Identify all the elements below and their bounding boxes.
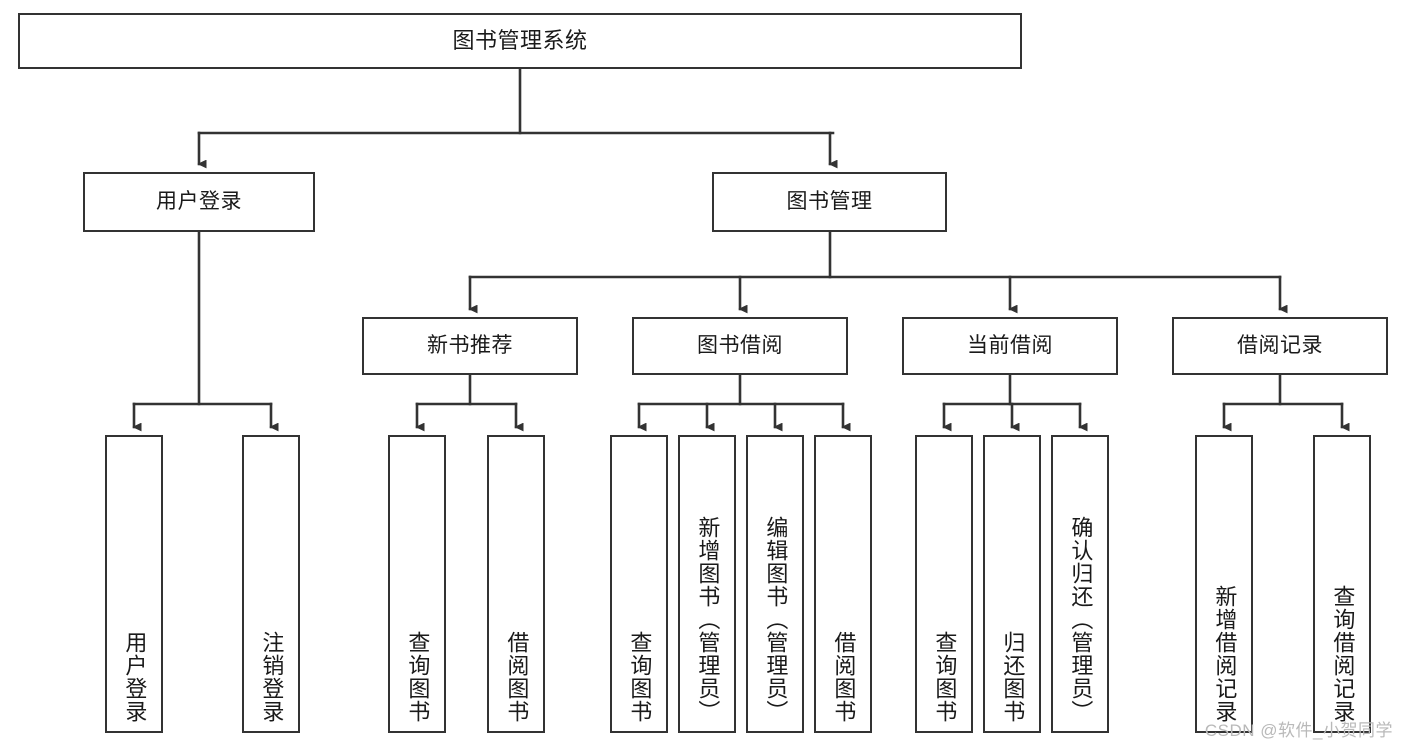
node-leaf-query-book-2-label: 查询图书 [627, 631, 653, 723]
node-borrow-record-label: 借阅记录 [1237, 334, 1323, 358]
watermark-text: CSDN @软件_小贺同学 [1204, 721, 1393, 740]
node-user-login-label: 用户登录 [156, 190, 242, 214]
node-leaf-confirm-return-label: 确认归还（管理员） [1068, 516, 1094, 723]
node-leaf-borrow-book-1[interactable]: 借阅图书 [487, 435, 545, 733]
node-current-borrow-label: 当前借阅 [967, 334, 1053, 358]
node-book-management[interactable]: 图书管理 [712, 172, 947, 232]
node-book-borrow-label: 图书借阅 [697, 334, 783, 358]
node-new-book-recommend-label: 新书推荐 [427, 334, 513, 358]
node-leaf-query-book-2[interactable]: 查询图书 [610, 435, 668, 733]
node-borrow-record[interactable]: 借阅记录 [1172, 317, 1388, 375]
node-leaf-query-record[interactable]: 查询借阅记录 [1313, 435, 1371, 733]
node-leaf-return-book[interactable]: 归还图书 [983, 435, 1041, 733]
node-leaf-add-record-label: 新增借阅记录 [1212, 585, 1238, 723]
node-leaf-confirm-return[interactable]: 确认归还（管理员） [1051, 435, 1109, 733]
node-leaf-borrow-book-1-label: 借阅图书 [504, 631, 530, 723]
node-leaf-logout[interactable]: 注销登录 [242, 435, 300, 733]
node-leaf-add-book-label: 新增图书（管理员） [695, 516, 721, 723]
node-leaf-query-book-3-label: 查询图书 [932, 631, 958, 723]
node-leaf-query-book-1[interactable]: 查询图书 [388, 435, 446, 733]
node-leaf-edit-book-label: 编辑图书（管理员） [763, 516, 789, 723]
node-leaf-edit-book[interactable]: 编辑图书（管理员） [746, 435, 804, 733]
node-leaf-query-book-1-label: 查询图书 [405, 631, 431, 723]
node-leaf-logout-label: 注销登录 [259, 631, 285, 723]
node-leaf-user-login[interactable]: 用户登录 [105, 435, 163, 733]
node-leaf-borrow-book-2-label: 借阅图书 [831, 631, 857, 723]
node-book-management-label: 图书管理 [786, 190, 873, 214]
node-current-borrow[interactable]: 当前借阅 [902, 317, 1118, 375]
node-leaf-user-login-label: 用户登录 [122, 631, 148, 723]
node-leaf-query-record-label: 查询借阅记录 [1330, 585, 1356, 723]
node-root[interactable]: 图书管理系统 [18, 13, 1022, 69]
node-user-login[interactable]: 用户登录 [83, 172, 315, 232]
node-leaf-return-book-label: 归还图书 [1000, 631, 1026, 723]
node-leaf-add-book[interactable]: 新增图书（管理员） [678, 435, 736, 733]
node-root-label: 图书管理系统 [452, 27, 588, 53]
node-leaf-query-book-3[interactable]: 查询图书 [915, 435, 973, 733]
node-book-borrow[interactable]: 图书借阅 [632, 317, 848, 375]
node-leaf-borrow-book-2[interactable]: 借阅图书 [814, 435, 872, 733]
node-leaf-add-record[interactable]: 新增借阅记录 [1195, 435, 1253, 733]
node-new-book-recommend[interactable]: 新书推荐 [362, 317, 578, 375]
